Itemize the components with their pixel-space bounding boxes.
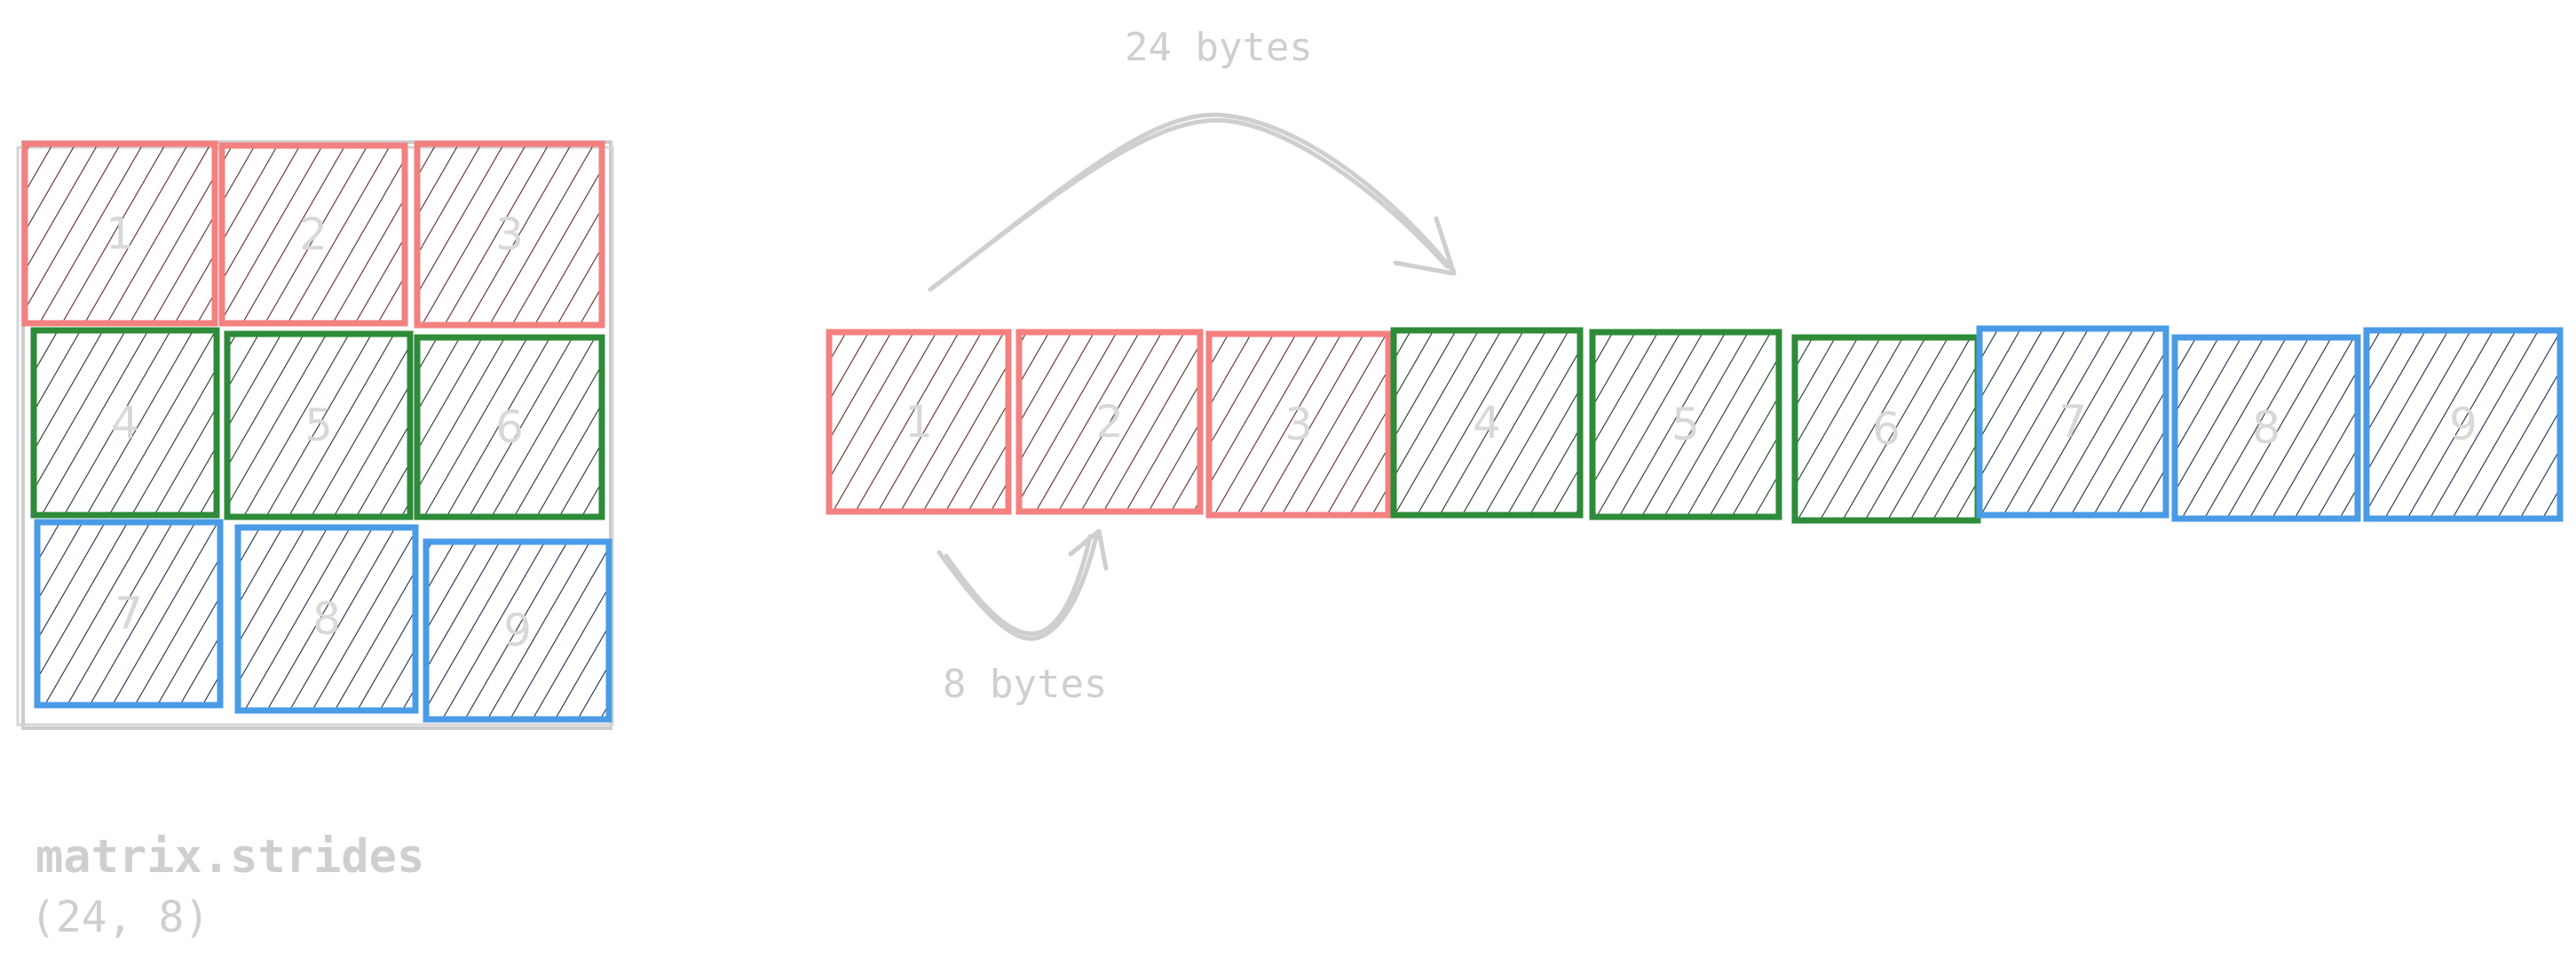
matrix-cell: 7 <box>34 519 224 709</box>
matrix-cell: 5 <box>224 330 414 520</box>
matrix-cell: 2 <box>218 142 408 327</box>
svg-text:5: 5 <box>1671 399 1700 450</box>
matrix-cell: 8 <box>234 524 419 714</box>
strides-name-label: matrix.strides <box>36 830 425 884</box>
matrix-cell: 4 <box>30 327 220 519</box>
svg-text:7: 7 <box>115 588 143 639</box>
svg-text:7: 7 <box>2058 396 2087 448</box>
svg-text:5: 5 <box>304 400 333 451</box>
svg-text:6: 6 <box>1872 403 1900 455</box>
row-stride-label: 24 bytes <box>1125 25 1313 70</box>
memory-cell: 5 <box>1589 329 1782 520</box>
svg-text:6: 6 <box>495 401 524 453</box>
memory-cell: 9 <box>2363 327 2564 522</box>
element-stride-arrow <box>936 528 1109 641</box>
memory-cell: 6 <box>1791 334 1981 524</box>
memory-row: 1 2 3 4 5 6 7 8 <box>826 325 2564 524</box>
matrix-cell: 3 <box>414 140 605 329</box>
svg-text:2: 2 <box>299 209 328 260</box>
svg-text:8: 8 <box>2252 402 2280 454</box>
svg-text:3: 3 <box>1284 399 1313 450</box>
matrix-grid: 1 2 3 4 5 6 7 8 <box>21 140 612 723</box>
svg-text:1: 1 <box>905 396 933 448</box>
svg-text:4: 4 <box>111 397 139 448</box>
svg-text:9: 9 <box>2449 399 2477 450</box>
svg-text:9: 9 <box>503 605 532 656</box>
svg-text:8: 8 <box>312 593 341 645</box>
svg-text:2: 2 <box>1095 396 1124 448</box>
memory-cell: 3 <box>1205 330 1392 519</box>
memory-cell: 7 <box>1976 325 2169 519</box>
matrix-cell: 6 <box>414 334 605 520</box>
memory-cell: 4 <box>1390 327 1584 519</box>
memory-cell: 1 <box>826 329 1012 515</box>
matrix-cell: 1 <box>21 140 218 327</box>
svg-text:4: 4 <box>1473 397 1501 448</box>
memory-cell: 8 <box>2171 334 2361 522</box>
memory-cell: 2 <box>1015 329 1204 515</box>
strides-value-label: (24, 8) <box>30 893 210 942</box>
matrix-cell: 9 <box>423 538 612 723</box>
row-stride-arrow <box>928 112 1457 292</box>
svg-text:3: 3 <box>495 209 524 260</box>
element-stride-label: 8 bytes <box>943 662 1108 707</box>
svg-text:1: 1 <box>106 208 134 259</box>
